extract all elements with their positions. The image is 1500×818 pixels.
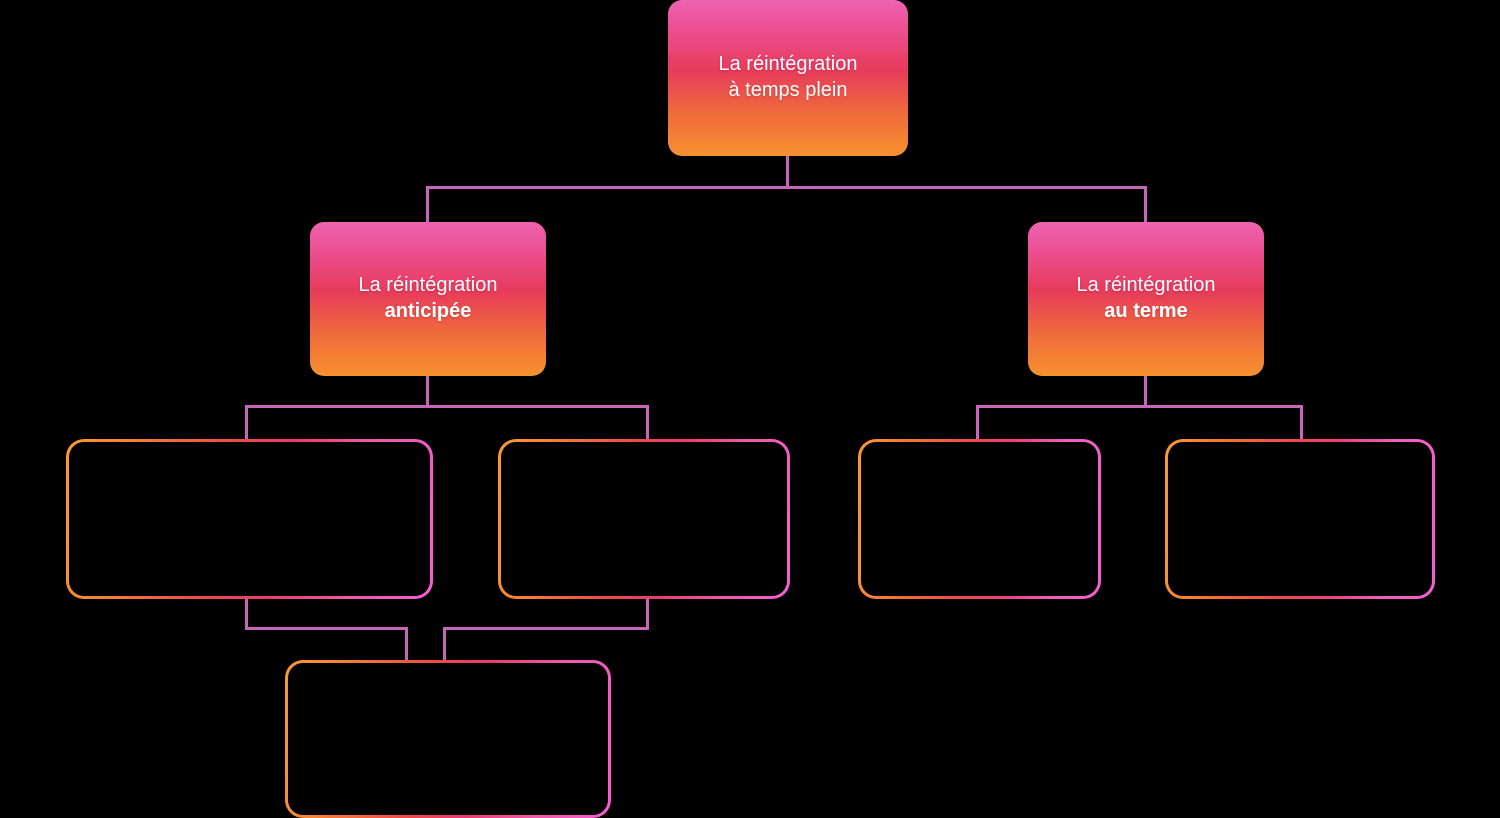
node-level2-right-line1: La réintégration [1076, 274, 1216, 297]
connector-level2-left-stem [426, 376, 429, 407]
connector-level4-right-drop [443, 627, 446, 663]
connector-level3-a-drop [245, 405, 248, 441]
connector-level4-right-bus [443, 627, 649, 630]
node-level3-a[interactable] [66, 439, 433, 599]
connector-level4-left-drop [405, 627, 408, 663]
connector-level3-b-stem [646, 596, 649, 629]
node-level4-a[interactable] [285, 660, 611, 818]
node-level3-a-body [69, 442, 430, 596]
node-root[interactable]: La réintégration à temps plein [668, 0, 908, 156]
connector-level2-right-bus [976, 405, 1303, 408]
connector-level2-right-stem [1144, 376, 1147, 407]
connector-level3-c-drop [976, 405, 979, 441]
node-level3-b[interactable] [498, 439, 790, 599]
connector-level4-left-bus [245, 627, 408, 630]
node-level2-left[interactable]: La réintégration anticipée [310, 222, 546, 376]
node-level3-b-body [501, 442, 787, 596]
connector-level3-d-drop [1300, 405, 1303, 441]
connector-level2-left-bus [245, 405, 649, 408]
node-level4-a-body [288, 663, 608, 815]
node-root-line2: à temps plein [728, 79, 848, 101]
node-level3-d[interactable] [1165, 439, 1435, 599]
connector-root-stem [786, 155, 789, 188]
node-level2-left-line2: anticipée [384, 300, 472, 322]
node-level3-c[interactable] [858, 439, 1101, 599]
node-level2-right-line2: au terme [1104, 300, 1188, 322]
connector-level2-left-drop [426, 186, 429, 223]
node-level3-c-body [861, 442, 1098, 596]
connector-root-bus [426, 186, 1147, 189]
connector-level3-b-drop [646, 405, 649, 441]
connector-level3-a-stem [245, 596, 248, 629]
node-level2-left-line1: La réintégration [358, 274, 498, 297]
node-root-line1: La réintégration [718, 53, 858, 76]
connector-level2-right-drop [1144, 186, 1147, 223]
node-level3-d-body [1168, 442, 1432, 596]
node-level2-right[interactable]: La réintégration au terme [1028, 222, 1264, 376]
